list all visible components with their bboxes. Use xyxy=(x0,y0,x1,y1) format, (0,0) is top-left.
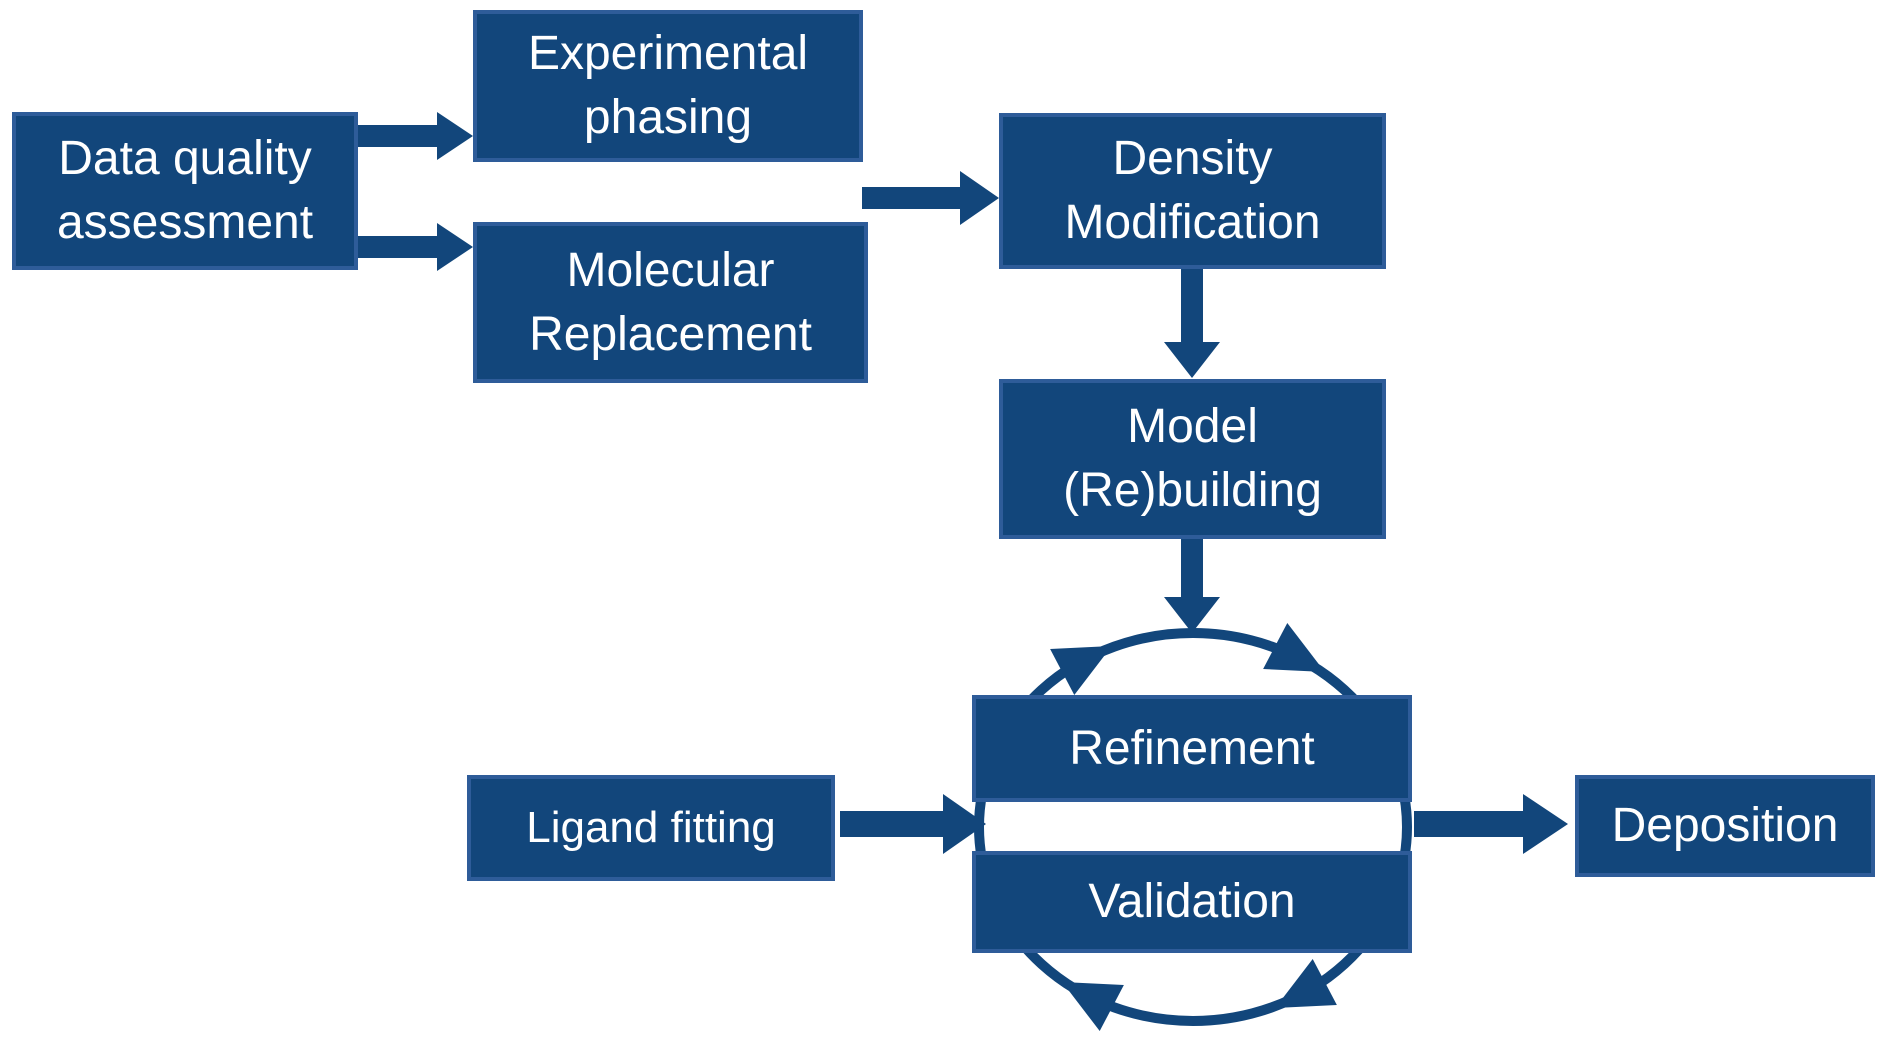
node-label: assessment xyxy=(56,196,314,249)
cycle-arrowhead-se-icon xyxy=(1275,958,1337,1009)
node-label: Density xyxy=(1112,132,1273,185)
node-deposition: Deposition xyxy=(1575,775,1875,877)
arrow-density-to-model-rebuilding xyxy=(1164,269,1220,378)
arrow-data-quality-to-experimental-phasing xyxy=(358,112,473,160)
node-label: phasing xyxy=(583,91,753,144)
arrow-model-rebuilding-to-cycle xyxy=(1164,539,1220,633)
node-data-quality-assessment: Data quality assessment xyxy=(12,112,358,270)
node-ligand-fitting: Ligand fitting xyxy=(467,775,835,881)
node-label: Validation xyxy=(1088,875,1296,928)
arrow-data-quality-to-molecular-replacement xyxy=(358,223,473,271)
arrow-cycle-to-deposition xyxy=(1414,794,1568,854)
node-label: Refinement xyxy=(1069,721,1315,775)
arrow-phasing-to-density-modification xyxy=(862,171,999,225)
node-label: Replacement xyxy=(529,307,812,361)
node-label: Molecular xyxy=(566,243,775,297)
node-label: Ligand fitting xyxy=(526,803,776,852)
node-molecular-replacement: Molecular Replacement xyxy=(473,222,868,383)
node-label: Data quality xyxy=(58,132,312,185)
node-refinement: Refinement xyxy=(972,695,1412,802)
node-density-modification: Density Modification xyxy=(999,113,1386,269)
cycle-arrowhead-ne-icon xyxy=(1263,622,1325,673)
node-model-rebuilding: Model (Re)building xyxy=(999,379,1386,539)
cycle-arrowhead-nw-icon xyxy=(1050,645,1112,696)
node-experimental-phasing: Experimental phasing xyxy=(473,10,863,162)
node-label: (Re)building xyxy=(1063,464,1322,517)
node-label: Deposition xyxy=(1611,799,1839,852)
cycle-arrowhead-sw-icon xyxy=(1062,981,1124,1032)
node-validation: Validation xyxy=(972,851,1412,953)
node-label: Modification xyxy=(1064,196,1321,249)
node-label: Experimental xyxy=(527,27,809,80)
node-label: Model xyxy=(1127,400,1258,453)
arrow-ligand-fitting-to-cycle xyxy=(840,794,986,854)
cycle-ring xyxy=(974,628,1412,1026)
